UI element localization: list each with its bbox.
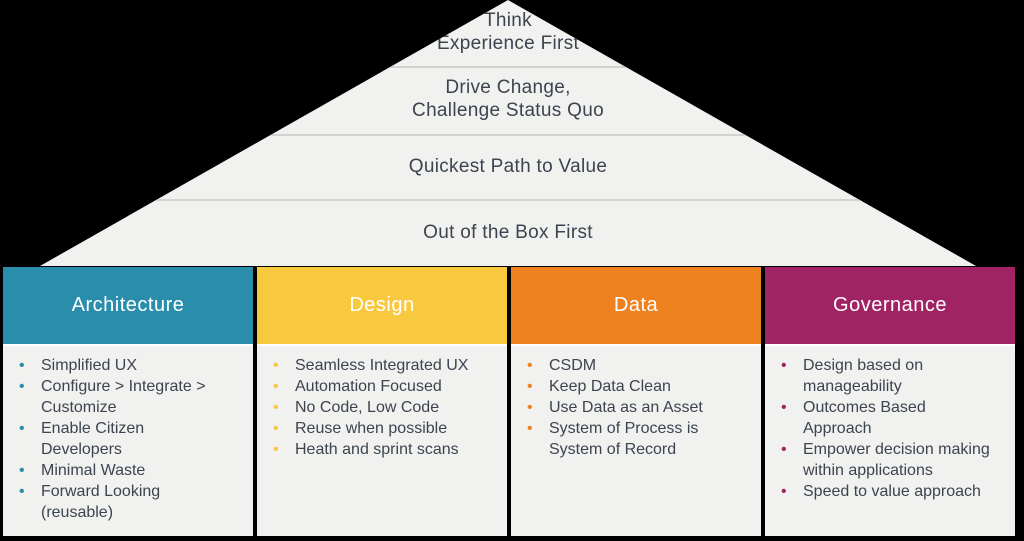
column-governance: Governance Design based on manageability… (765, 267, 1015, 536)
bullet-item: Keep Data Clean (511, 376, 737, 397)
pyramid-tier-think-experience-first: Think Experience First (436, 10, 580, 54)
tier-divider (40, 134, 976, 136)
bullet-item: CSDM (511, 355, 737, 376)
bullet-item: System of Process is System of Record (511, 418, 737, 460)
header-body-divider (3, 344, 253, 346)
bullet-item: Use Data as an Asset (511, 397, 737, 418)
bullet-item: Heath and sprint scans (257, 439, 483, 460)
bullet-list-data: CSDMKeep Data CleanUse Data as an AssetS… (511, 355, 737, 460)
header-body-divider (765, 344, 1015, 346)
column-body-data: CSDMKeep Data CleanUse Data as an AssetS… (511, 346, 761, 536)
bullet-item: Configure > Integrate > Customize (3, 376, 229, 418)
pillar-columns: Architecture Simplified UXConfigure > In… (3, 267, 1021, 536)
tier-divider (40, 199, 976, 201)
column-header-governance: Governance (765, 267, 1015, 344)
column-body-architecture: Simplified UXConfigure > Integrate > Cus… (3, 346, 253, 536)
header-body-divider (511, 344, 761, 346)
bullet-item: Design based on manageability (765, 355, 991, 397)
header-body-divider (257, 344, 507, 346)
column-body-design: Seamless Integrated UXAutomation Focused… (257, 346, 507, 536)
column-body-governance: Design based on manageabilityOutcomes Ba… (765, 346, 1015, 536)
column-header-architecture: Architecture (3, 267, 253, 344)
bullet-item: Forward Looking (reusable) (3, 481, 229, 523)
bullet-item: Automation Focused (257, 376, 483, 397)
tier-divider (40, 66, 976, 68)
bullet-item: Speed to value approach (765, 481, 991, 502)
bullet-item: Outcomes Based Approach (765, 397, 991, 439)
pyramid-tier-quickest-path: Quickest Path to Value (408, 156, 608, 177)
bullet-item: Simplified UX (3, 355, 229, 376)
bullet-list-design: Seamless Integrated UXAutomation Focused… (257, 355, 483, 460)
pyramid-tier-drive-change: Drive Change, Challenge Status Quo (412, 77, 604, 121)
bullet-list-governance: Design based on manageabilityOutcomes Ba… (765, 355, 991, 502)
pyramid-tier-out-of-the-box: Out of the Box First (423, 222, 593, 243)
bullet-item: Empower decision making within applicati… (765, 439, 991, 481)
column-data: Data CSDMKeep Data CleanUse Data as an A… (511, 267, 761, 536)
pyramid: Think Experience First Drive Change, Cha… (40, 0, 976, 266)
bullet-list-architecture: Simplified UXConfigure > Integrate > Cus… (3, 355, 229, 523)
column-header-data: Data (511, 267, 761, 344)
column-architecture: Architecture Simplified UXConfigure > In… (3, 267, 253, 536)
bullet-item: Enable Citizen Developers (3, 418, 229, 460)
bullet-item: Minimal Waste (3, 460, 229, 481)
bullet-item: No Code, Low Code (257, 397, 483, 418)
bullet-item: Seamless Integrated UX (257, 355, 483, 376)
column-design: Design Seamless Integrated UXAutomation … (257, 267, 507, 536)
bullet-item: Reuse when possible (257, 418, 483, 439)
column-header-design: Design (257, 267, 507, 344)
